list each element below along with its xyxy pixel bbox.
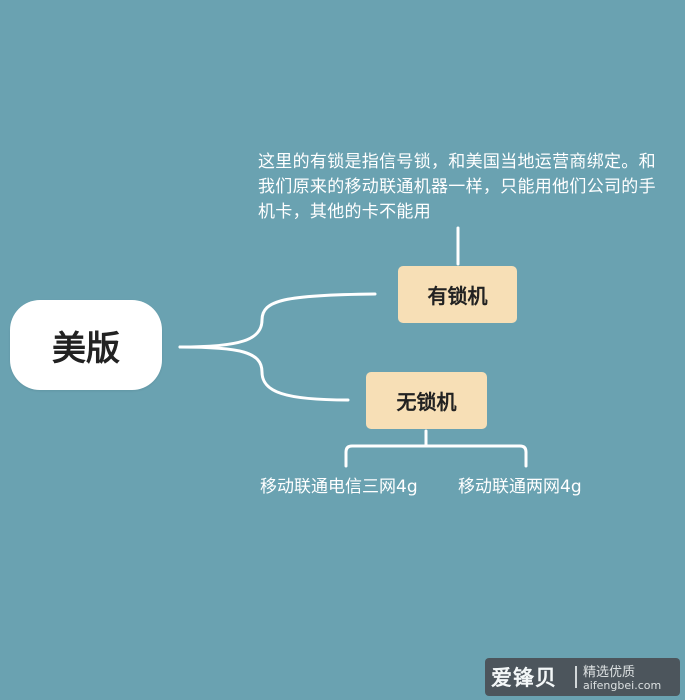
branch-node-locked-label: 有锁机	[427, 284, 488, 308]
branch-node-unlocked: 无锁机	[366, 372, 487, 429]
leaf-node-two-network: 移动联通两网4g	[458, 477, 582, 497]
watermark-divider	[575, 666, 577, 688]
locked-explanation-note: 这里的有锁是指信号锁，和美国当地运营商绑定。和我们原来的移动联通机器一样，只能用…	[258, 152, 656, 222]
connector-root-unlocked	[178, 345, 350, 402]
site-watermark: 爱锋贝 精选优质 aifengbei.com	[485, 658, 680, 696]
branch-node-locked: 有锁机	[398, 266, 517, 323]
connector-unlocked-bracket	[344, 444, 528, 468]
root-node-us-version: 美版	[10, 300, 162, 390]
watermark-brand: 爱锋贝	[491, 666, 557, 690]
watermark-domain: aifengbei.com	[583, 679, 662, 692]
leaf-node-three-network: 移动联通电信三网4g	[260, 477, 418, 497]
watermark-tagline: 精选优质	[583, 665, 636, 680]
connector-root-locked	[178, 292, 377, 349]
root-node-label: 美版	[52, 328, 120, 369]
branch-node-unlocked-label: 无锁机	[396, 390, 457, 414]
